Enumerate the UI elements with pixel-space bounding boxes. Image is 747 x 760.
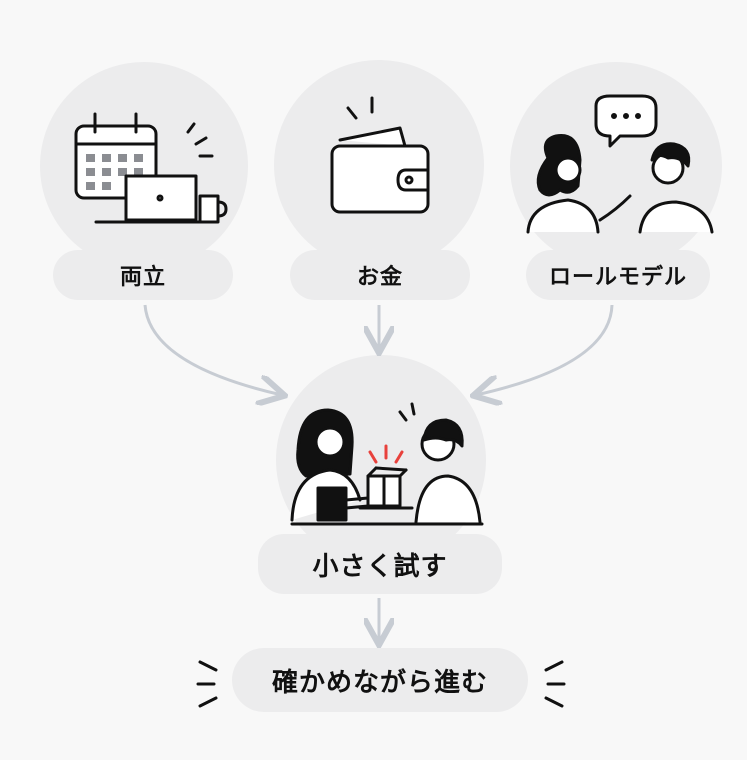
label-money: お金 [290,250,470,300]
label-try-small: 小さく試す [258,534,502,594]
label-advance: 確かめながら進む [232,648,528,712]
label-balance: 両立 [53,250,233,300]
arrow-balance-to-try [143,304,282,395]
calendar-laptop-icon [74,112,228,224]
handover-box-icon [290,402,484,526]
label-role-model: ロールモデル [526,250,710,300]
arrow-role-to-try [476,304,614,395]
emphasis-marks [196,660,566,708]
conversation-icon [526,94,714,234]
sparkle-accent [368,444,404,464]
wallet-icon [330,96,430,214]
